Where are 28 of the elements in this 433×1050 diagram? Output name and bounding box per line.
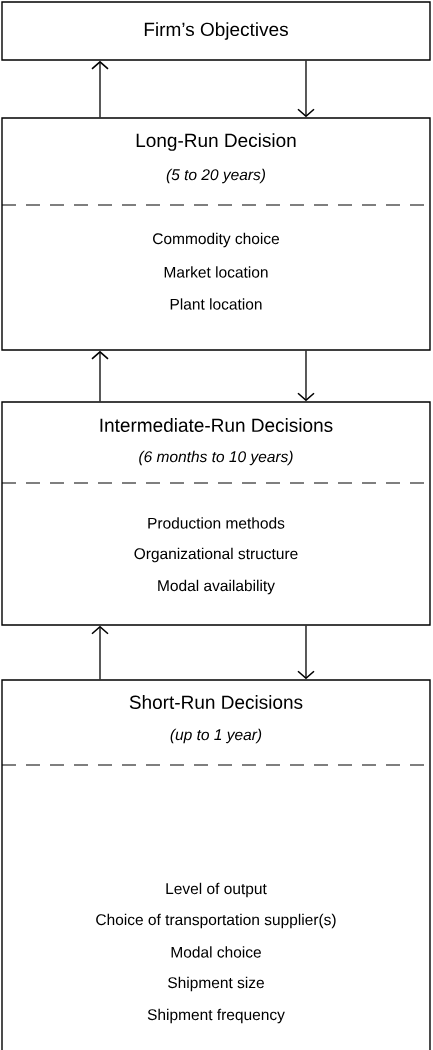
decision-box [1, 401, 431, 626]
decision-box [1, 117, 431, 351]
decision-item: Level of output [166, 882, 267, 898]
arrow [297, 625, 315, 680]
arrow [91, 350, 109, 402]
decision-item: Plant location [170, 298, 262, 310]
decision-box [1, 1, 431, 61]
decision-item: Commodity choice [153, 232, 279, 248]
box-heading: Intermediate-Run Decisions [100, 418, 333, 432]
decision-box [1, 679, 431, 1050]
decision-item: Production methods [148, 517, 285, 529]
time-span: (6 months to 10 years) [139, 450, 293, 466]
decision-item: Shipment frequency [147, 1008, 285, 1024]
decision-item: Modal availability [158, 579, 275, 595]
arrow [297, 60, 315, 118]
decision-item: Choice of transportation supplier(s) [96, 913, 336, 929]
decision-item: Organizational structure [134, 547, 298, 563]
box-heading: Firm’s Objectives [144, 22, 288, 40]
arrow [91, 60, 109, 118]
time-span: (up to 1 year) [170, 728, 262, 744]
box-heading: Long-Run Decision [136, 133, 296, 151]
decision-item: Market location [164, 266, 268, 278]
decision-item: Modal choice [171, 946, 261, 958]
arrow [91, 625, 109, 680]
arrow [297, 350, 315, 402]
box-heading: Short-Run Decisions [129, 695, 303, 709]
time-span: (5 to 20 years) [166, 168, 265, 184]
decision-item: Shipment size [168, 976, 264, 992]
